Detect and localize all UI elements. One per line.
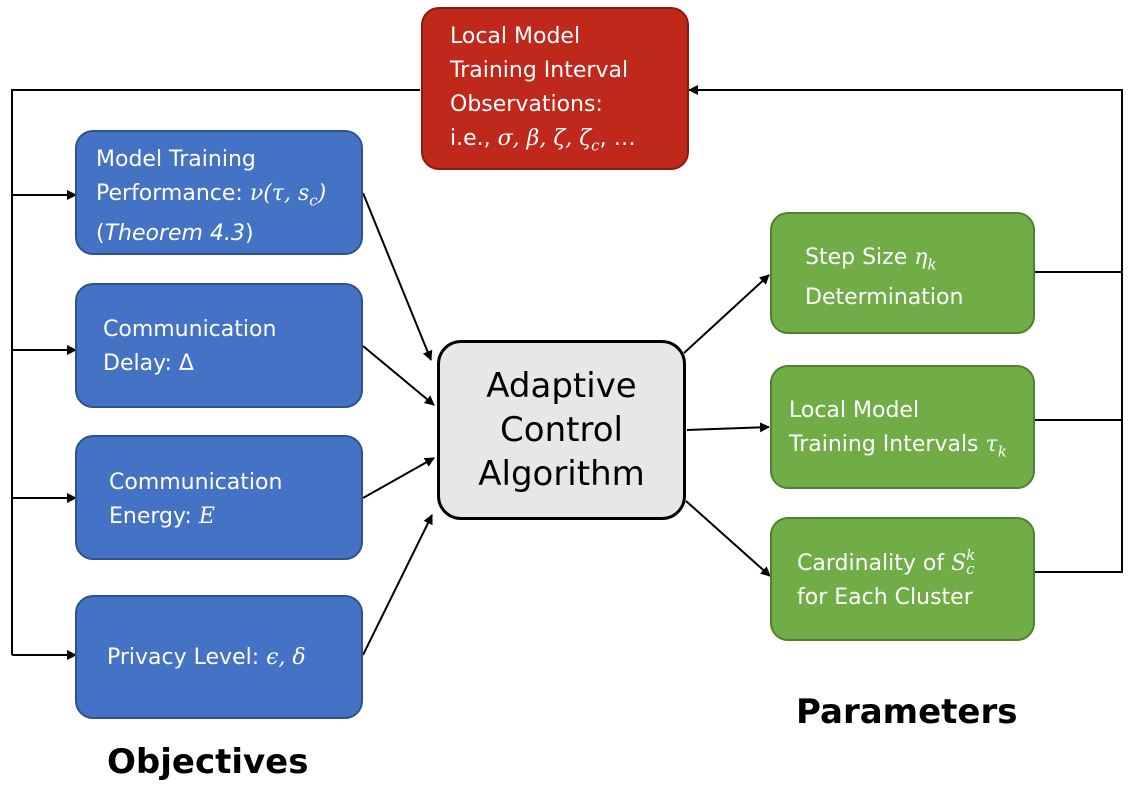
theorem-reference: Theorem 4.3 bbox=[104, 221, 245, 247]
arrow-training-to-algorithm bbox=[362, 192, 433, 361]
observations-box: Local Model Training Interval Observatio… bbox=[421, 7, 689, 170]
intervals-subscript: k bbox=[997, 442, 1007, 461]
training-close: ) bbox=[317, 181, 327, 206]
intervals-prefix: Training Intervals bbox=[789, 432, 986, 457]
model-training-performance-box: Model Training Performance: ν(τ, sc) (Th… bbox=[75, 130, 363, 255]
cardinality-line-2: for Each Cluster bbox=[797, 585, 973, 610]
delay-line-1: Communication bbox=[103, 317, 277, 342]
privacy-symbols: ϵ, δ bbox=[266, 645, 306, 670]
energy-symbol: E bbox=[198, 504, 215, 529]
cardinality-symbol: S bbox=[951, 551, 967, 576]
observations-subscript: c bbox=[591, 136, 600, 155]
local-model-training-intervals-box: Local Model Training Intervals τk bbox=[770, 365, 1035, 489]
observations-line-3: Observations: bbox=[450, 92, 603, 117]
arrow-algorithm-to-cardinality bbox=[685, 500, 771, 577]
theorem-open: ( bbox=[96, 221, 105, 247]
observations-suffix: , … bbox=[599, 126, 636, 151]
delay-line-2: Delay: Δ bbox=[103, 351, 194, 376]
step-size-box: Step Size ηk Determination bbox=[770, 212, 1035, 334]
energy-line-2: Energy: E bbox=[109, 500, 361, 534]
arrow-algorithm-to-step bbox=[683, 274, 770, 354]
privacy-level-box: Privacy Level: ϵ, δ bbox=[75, 595, 363, 719]
communication-delay-box: Communication Delay: Δ bbox=[75, 283, 363, 408]
training-formula: ν(τ, s bbox=[249, 181, 310, 206]
training-line-2: Performance: ν(τ, sc) bbox=[96, 177, 361, 217]
feedback-line-left bbox=[11, 89, 420, 655]
training-prefix: Performance: bbox=[96, 181, 250, 206]
step-line-2: Determination bbox=[805, 285, 964, 311]
objectives-heading: Objectives bbox=[107, 742, 309, 782]
arrow-energy-to-algorithm bbox=[362, 457, 435, 499]
step-line-1: Step Size ηk bbox=[805, 241, 1033, 281]
theorem-close: ) bbox=[244, 221, 254, 247]
cardinality-superscript: k bbox=[966, 546, 976, 564]
algorithm-line-2: Control bbox=[500, 410, 623, 450]
privacy-prefix: Privacy Level: bbox=[107, 645, 267, 670]
intervals-symbol: τ bbox=[985, 432, 998, 457]
step-symbol: η bbox=[914, 245, 928, 270]
cardinality-prefix: Cardinality of bbox=[797, 551, 952, 576]
training-line-3: (Theorem 4.3) bbox=[96, 217, 361, 251]
cardinality-subscript: c bbox=[966, 560, 975, 578]
intervals-line-2: Training Intervals τk bbox=[789, 428, 1033, 468]
arrow-to-observations bbox=[688, 85, 1123, 272]
arrow-delay-to-algorithm bbox=[362, 345, 435, 406]
energy-line-1: Communication bbox=[109, 470, 283, 495]
step-prefix: Step Size bbox=[805, 245, 915, 270]
feedback-line-right bbox=[1035, 271, 1123, 573]
arrow-privacy-to-algorithm bbox=[362, 514, 433, 656]
intervals-line-1: Local Model bbox=[789, 398, 920, 423]
training-subscript: c bbox=[309, 191, 318, 210]
observations-line-4: i.e., σ, β, ζ, ζc, … bbox=[450, 122, 687, 162]
energy-prefix: Energy: bbox=[109, 504, 199, 529]
training-line-1: Model Training bbox=[96, 147, 256, 172]
observations-line-1: Local Model bbox=[450, 24, 581, 49]
observations-symbols: σ, β, ζ, ζ bbox=[497, 126, 592, 151]
observations-prefix: i.e., bbox=[450, 126, 498, 151]
observations-line-2: Training Interval bbox=[450, 58, 629, 83]
adaptive-control-algorithm-box: Adaptive Control Algorithm bbox=[437, 340, 686, 520]
algorithm-line-1: Adaptive bbox=[486, 366, 637, 406]
arrow-algorithm-to-intervals bbox=[686, 422, 770, 433]
algorithm-line-3: Algorithm bbox=[478, 454, 645, 494]
communication-energy-box: Communication Energy: E bbox=[75, 435, 363, 560]
privacy-line: Privacy Level: ϵ, δ bbox=[107, 641, 361, 675]
step-subscript: k bbox=[927, 255, 937, 274]
parameters-heading: Parameters bbox=[796, 692, 1018, 732]
